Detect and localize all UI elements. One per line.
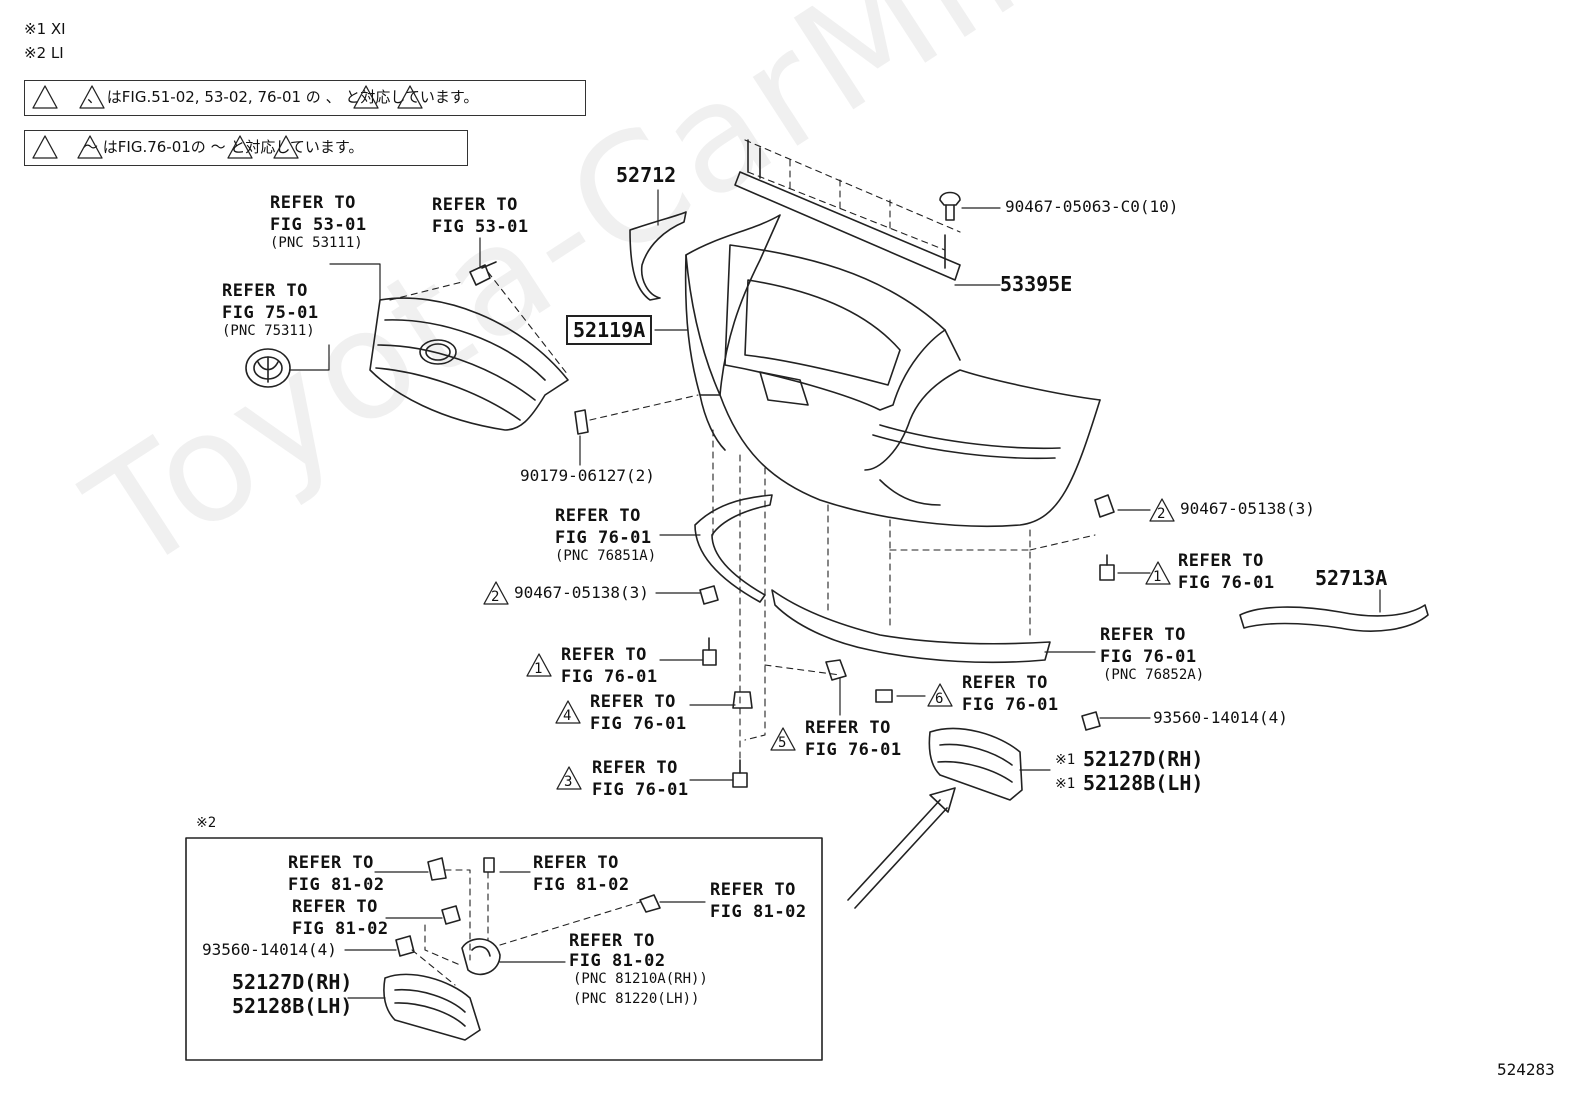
- label-52119a: 52119A: [566, 315, 653, 345]
- tri-num-5: 5: [778, 735, 787, 751]
- label-refer-53-01-grille: REFER TO FIG 53-01: [270, 193, 367, 235]
- note-triangles: [32, 85, 423, 159]
- bolt-93560-r: [1081, 711, 1101, 731]
- label-refer-81-02-fog: REFER TO FIG 81-02: [569, 931, 666, 971]
- inset-label-52128b: 52128B(LH): [232, 994, 353, 1018]
- label-refer-76-01-bolt-5: REFER TO FIG 76-01: [805, 718, 902, 760]
- fog-cover: [928, 727, 1023, 801]
- label-triangles: [483, 498, 1175, 790]
- label-pnc-81210a: (PNC 81210A(RH)): [573, 971, 708, 987]
- emblem: [245, 348, 291, 388]
- upper-retainer: [734, 139, 961, 281]
- tri-num-1-left: 1: [534, 661, 543, 677]
- note-line-2: ～ はFIG.76-01の ～ と対応しています。: [83, 138, 364, 156]
- grille-clip: [469, 261, 497, 286]
- label-52128b-lh: 52128B(LH): [1083, 771, 1204, 795]
- label-refer-76-01-right-bolt: REFER TO FIG 76-01: [1178, 551, 1275, 593]
- label-refer-75-01: REFER TO FIG 75-01: [222, 281, 319, 323]
- label-refer-81-02-d: REFER TO FIG 81-02: [292, 897, 389, 939]
- inset-label-52127d: 52127D(RH): [232, 970, 353, 994]
- guide-lines: [389, 271, 1096, 761]
- note-box-1: 、 はFIG.51-02, 53-02, 76-01 の 、 と対応しています。: [24, 80, 586, 116]
- label-52127d-rh: 52127D(RH): [1083, 747, 1204, 771]
- tri-num-3: 3: [564, 774, 573, 790]
- bolt-right-1: [1099, 554, 1115, 581]
- label-90467-05138-left: 90467-05138(3): [514, 583, 649, 602]
- mark-xi-rh: ※1: [1055, 752, 1076, 768]
- clip-90179: [574, 409, 589, 435]
- note-li: ※2 LI: [24, 44, 64, 62]
- clip-90467-05138-left: [699, 585, 719, 605]
- bolt-5: [825, 659, 847, 681]
- label-53395e: 53395E: [1000, 272, 1073, 296]
- label-refer-76-01-clip: REFER TO FIG 76-01: [962, 673, 1059, 715]
- tri-num-1-right: 1: [1153, 569, 1162, 585]
- bolt-left-1: [702, 637, 717, 666]
- clip-90467-05063: [939, 191, 961, 221]
- label-93560-14014: 93560-14014(4): [1153, 708, 1288, 727]
- label-refer-76-01-bolt-3: REFER TO FIG 76-01: [592, 758, 689, 800]
- label-refer-76-01-spoiler: REFER TO FIG 76-01: [1100, 625, 1197, 667]
- label-pnc-53111: (PNC 53111): [270, 235, 363, 251]
- lower-spoiler-left: [694, 494, 773, 603]
- label-90467-05063: 90467-05063-C0(10): [1005, 197, 1179, 216]
- tri-num-2-left: 2: [491, 589, 500, 605]
- radiator-grille: [369, 297, 569, 431]
- tri-num-4: 4: [563, 708, 572, 724]
- label-90467-05138-right: 90467-05138(3): [1180, 499, 1315, 518]
- label-refer-81-02-a: REFER TO FIG 81-02: [288, 853, 385, 895]
- tri-num-2-right: 2: [1157, 506, 1166, 522]
- label-refer-76-01-spoiler-left: REFER TO FIG 76-01: [555, 506, 652, 548]
- tri-num-6: 6: [935, 691, 944, 707]
- label-refer-53-01-bolt: REFER TO FIG 53-01: [432, 195, 529, 237]
- inset-leaders: [344, 871, 706, 999]
- molding-52713a: [1239, 604, 1429, 632]
- label-refer-81-02-c: REFER TO FIG 81-02: [710, 880, 807, 922]
- note-xi: ※1 XI: [24, 20, 66, 38]
- molding-52712: [629, 211, 687, 301]
- label-52713a: 52713A: [1315, 566, 1388, 590]
- mark-xi-lh: ※1: [1055, 776, 1076, 792]
- figure-number: 524283: [1497, 1060, 1555, 1079]
- label-pnc-76852a: (PNC 76852A): [1103, 667, 1205, 683]
- label-93560-14014-inset: 93560-14014(4): [202, 940, 337, 959]
- inset-guides: [411, 869, 641, 986]
- label-pnc-81220: (PNC 81220(LH)): [573, 991, 700, 1007]
- label-90179: 90179-06127(2): [520, 466, 655, 485]
- label-pnc-75311: (PNC 75311): [222, 323, 315, 339]
- label-52712: 52712: [616, 163, 677, 187]
- label-refer-81-02-b: REFER TO FIG 81-02: [533, 853, 630, 895]
- label-pnc-76851a: (PNC 76851A): [555, 548, 657, 564]
- inset-mark-li: ※2: [196, 815, 217, 831]
- clip-90467-05138-right: [1094, 494, 1115, 518]
- label-refer-76-01-nut: REFER TO FIG 76-01: [590, 692, 687, 734]
- view-arrow: [847, 787, 956, 909]
- bolt-left-3: [732, 759, 748, 788]
- inset-frame: [185, 837, 823, 1061]
- bumper-cover: [684, 214, 1101, 528]
- lower-spoiler: [771, 589, 1051, 664]
- leader-lines: [289, 189, 1381, 781]
- nut-left-4: [732, 691, 753, 709]
- note-line-1: 、 はFIG.51-02, 53-02, 76-01 の 、 と対応しています。: [87, 88, 479, 106]
- label-refer-76-01-left-bolt: REFER TO FIG 76-01: [561, 645, 658, 687]
- clip-6: [875, 689, 893, 703]
- retainer-guides: [744, 139, 961, 251]
